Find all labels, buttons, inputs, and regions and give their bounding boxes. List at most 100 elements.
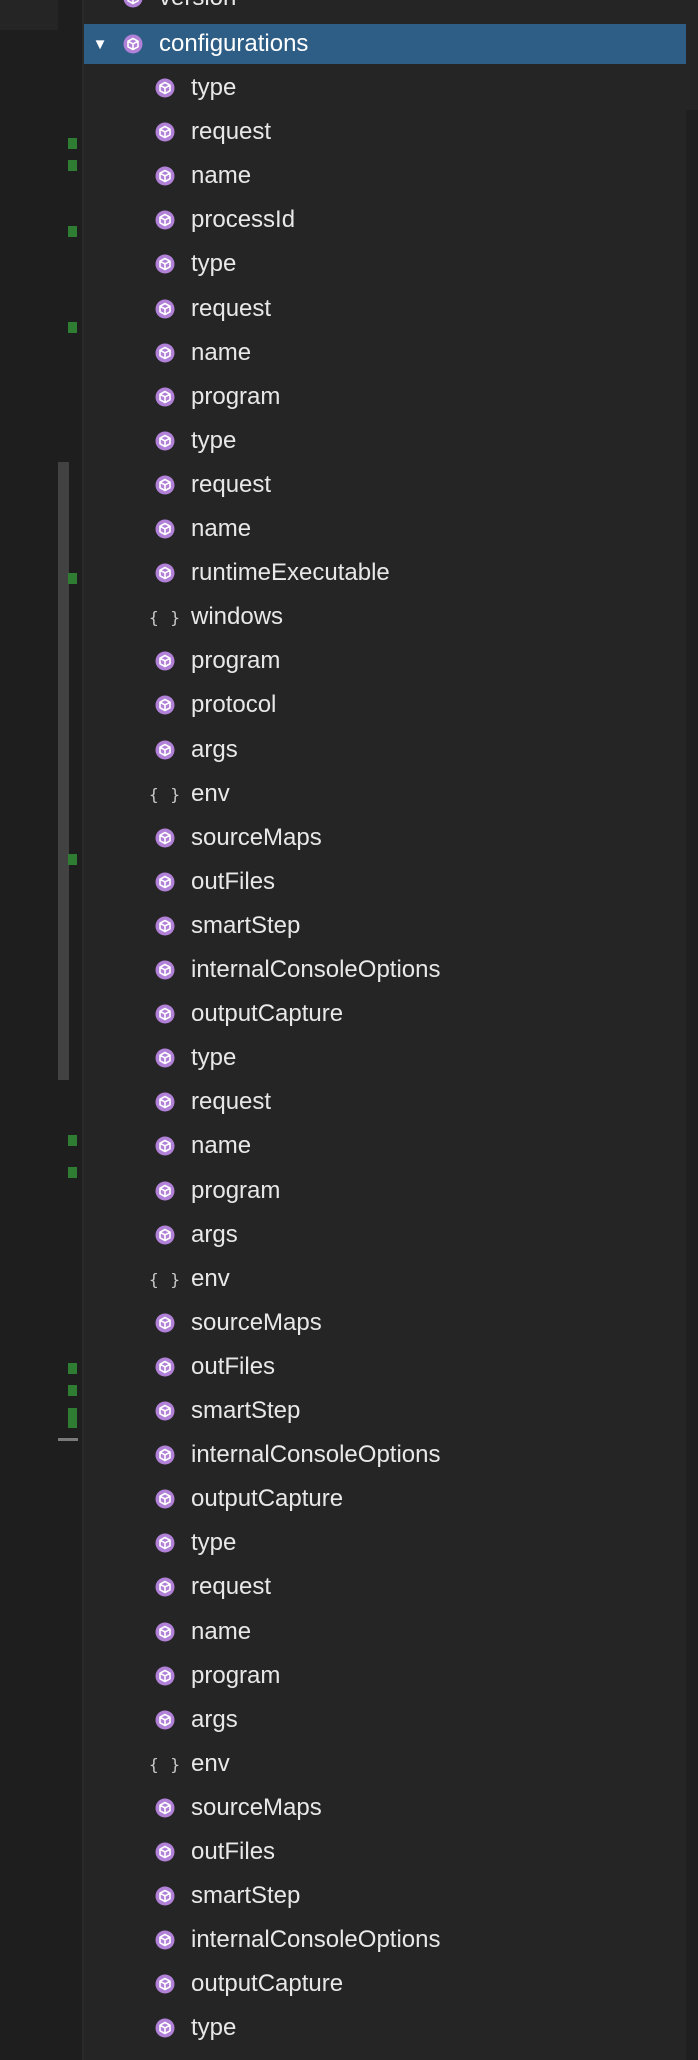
tree-item[interactable]: outFiles <box>84 1832 686 1872</box>
module-icon <box>154 1797 176 1819</box>
gutter-added-marker <box>68 322 77 333</box>
tree-item-label: program <box>191 647 281 674</box>
module-icon <box>154 1047 176 1069</box>
tree-item-label: name <box>191 1618 252 1645</box>
module-icon <box>154 650 176 672</box>
tree-item[interactable]: args <box>84 730 686 770</box>
tree-item[interactable]: smartStep <box>84 1391 686 1431</box>
tree-item[interactable]: type <box>84 68 686 108</box>
tree-item[interactable]: request <box>84 112 686 152</box>
tree-item-label: smartStep <box>191 1397 301 1424</box>
tree-item-label: name <box>191 1132 252 1159</box>
tree-item[interactable]: name <box>84 1126 686 1166</box>
tree-item[interactable]: internalConsoleOptions <box>84 1435 686 1475</box>
tree-item-label: type <box>191 427 237 454</box>
tree-item-label: env <box>191 780 230 807</box>
tree-item[interactable]: internalConsoleOptions <box>84 1920 686 1960</box>
tree-item-label: processId <box>191 206 296 233</box>
module-icon <box>154 1885 176 1907</box>
tree-item[interactable]: request <box>84 1567 686 1607</box>
tree-item[interactable]: outputCapture <box>84 1964 686 2004</box>
tree-item[interactable]: internalConsoleOptions <box>84 950 686 990</box>
tree-item[interactable]: smartStep <box>84 1876 686 1916</box>
tree-item-label: args <box>191 1221 238 1248</box>
module-icon <box>154 1841 176 1863</box>
tree-item-label: args <box>191 736 238 763</box>
tree-item-version[interactable]: version <box>84 0 686 18</box>
module-icon <box>122 0 144 9</box>
tree-item-label: internalConsoleOptions <box>191 956 441 983</box>
tree-item[interactable]: name <box>84 509 686 549</box>
tree-item-label: smartStep <box>191 1882 301 1909</box>
module-icon <box>154 827 176 849</box>
module-icon <box>154 1929 176 1951</box>
tree-item-label: protocol <box>191 691 277 718</box>
tree-item-label: sourceMaps <box>191 824 322 851</box>
tree-item-label: args <box>191 1706 238 1733</box>
tree-item[interactable]: type <box>84 244 686 284</box>
outline-scrollbar-thumb[interactable] <box>686 110 698 2060</box>
tree-item[interactable]: request <box>84 465 686 505</box>
editor-gutter <box>0 0 58 2060</box>
tree-item[interactable]: outputCapture <box>84 994 686 1034</box>
tree-item[interactable]: outFiles <box>84 1347 686 1387</box>
tree-item[interactable]: name <box>84 156 686 196</box>
tree-item-label: outFiles <box>191 868 276 895</box>
tree-item-label: internalConsoleOptions <box>191 1441 441 1468</box>
module-icon <box>154 1488 176 1510</box>
module-icon <box>154 1444 176 1466</box>
tree-item-label: sourceMaps <box>191 1309 322 1336</box>
module-icon <box>154 1091 176 1113</box>
tree-item[interactable]: args <box>84 1700 686 1740</box>
tree-item-label: program <box>191 383 281 410</box>
tree-item[interactable]: request <box>84 2053 686 2060</box>
gutter-added-marker <box>68 1135 77 1146</box>
tree-item[interactable]: type <box>84 2008 686 2048</box>
tree-item[interactable]: { }env <box>84 774 686 814</box>
tree-item-label: type <box>191 1044 237 1071</box>
module-icon <box>154 1312 176 1334</box>
tree-item[interactable]: outputCapture <box>84 1479 686 1519</box>
tree-item[interactable]: protocol <box>84 685 686 725</box>
tree-item-label: smartStep <box>191 912 301 939</box>
module-icon <box>154 165 176 187</box>
gutter-added-marker <box>68 138 77 149</box>
tree-item[interactable]: request <box>84 289 686 329</box>
tree-item[interactable]: smartStep <box>84 906 686 946</box>
tree-item-configurations[interactable]: ▼ configurations <box>84 24 686 64</box>
tree-item-label: request <box>191 1573 272 1600</box>
tree-item[interactable]: args <box>84 1215 686 1255</box>
object-braces-icon: { } <box>149 1269 181 1289</box>
tree-item[interactable]: request <box>84 1082 686 1122</box>
tree-item[interactable]: { }env <box>84 1744 686 1784</box>
chevron-down-icon[interactable]: ▼ <box>92 35 108 53</box>
editor-scrollbar-thumb[interactable] <box>58 462 69 1080</box>
tree-item[interactable]: name <box>84 1612 686 1652</box>
module-icon <box>154 121 176 143</box>
module-icon <box>154 342 176 364</box>
tree-item[interactable]: type <box>84 1038 686 1078</box>
module-icon <box>154 1135 176 1157</box>
tree-item[interactable]: program <box>84 641 686 681</box>
tree-item[interactable]: processId <box>84 200 686 240</box>
tree-item[interactable]: outFiles <box>84 862 686 902</box>
tree-item[interactable]: { }windows <box>84 597 686 637</box>
tree-item-label: request <box>191 471 272 498</box>
tree-item[interactable]: name <box>84 333 686 373</box>
gutter-added-marker <box>68 226 77 237</box>
tree-item[interactable]: program <box>84 1656 686 1696</box>
module-icon <box>154 1400 176 1422</box>
tree-item-label: type <box>191 250 237 277</box>
tree-item[interactable]: program <box>84 377 686 417</box>
tree-item[interactable]: sourceMaps <box>84 1303 686 1343</box>
tree-item[interactable]: sourceMaps <box>84 818 686 858</box>
tree-item[interactable]: program <box>84 1171 686 1211</box>
gutter-added-marker <box>68 1363 77 1374</box>
tree-item-label: env <box>191 1265 230 1292</box>
tree-item[interactable]: { } env <box>84 1259 686 1299</box>
tree-item[interactable]: type <box>84 421 686 461</box>
tree-item[interactable]: runtimeExecutable <box>84 553 686 593</box>
tree-item[interactable]: sourceMaps <box>84 1788 686 1828</box>
tree-item[interactable]: type <box>84 1523 686 1563</box>
module-icon <box>154 2017 176 2039</box>
